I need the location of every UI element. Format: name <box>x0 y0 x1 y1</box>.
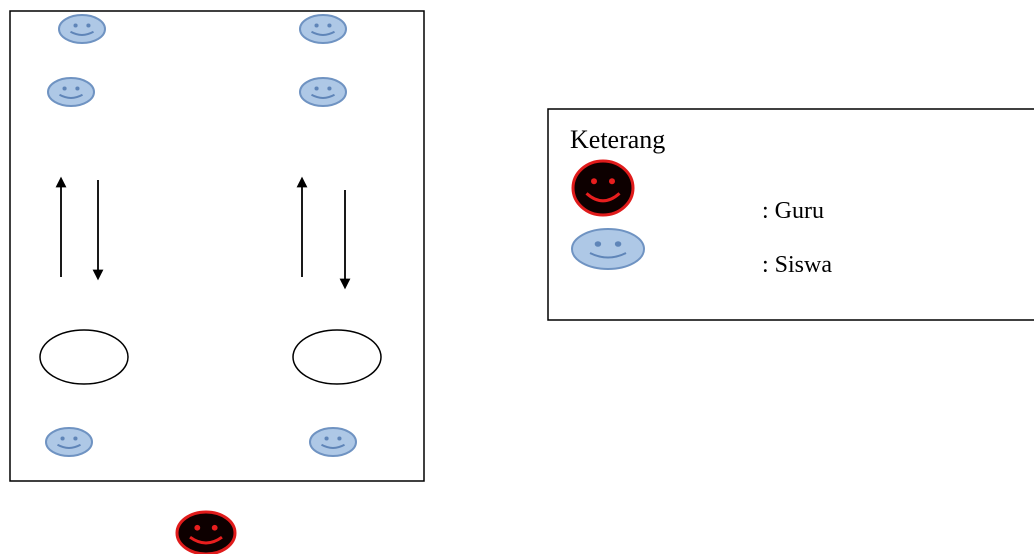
guru-smiley-icon <box>175 510 237 554</box>
legend-frame <box>547 108 1034 321</box>
legend-siswa-icon <box>571 228 645 270</box>
table-left <box>39 329 129 385</box>
legend-title: Keterang <box>570 125 665 154</box>
siswa-smiley-icon <box>299 14 347 44</box>
room-frame <box>9 10 425 482</box>
siswa-smiley-icon <box>309 427 357 457</box>
siswa-smiley-icon <box>58 14 106 44</box>
legend-guru-icon <box>571 159 635 217</box>
siswa-smiley-icon <box>45 427 93 457</box>
siswa-smiley-icon <box>299 77 347 107</box>
legend-siswa-label: : Siswa <box>762 252 832 278</box>
table-right <box>292 329 382 385</box>
siswa-smiley-icon <box>47 77 95 107</box>
legend-guru-label: : Guru <box>762 198 824 224</box>
